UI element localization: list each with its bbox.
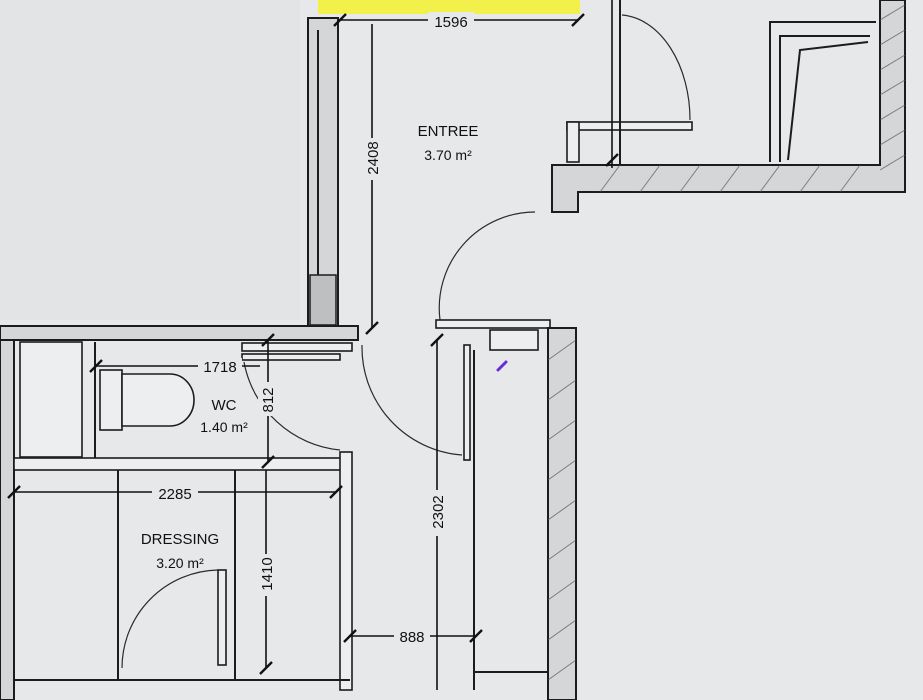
room-area-dressing: 3.20 m² bbox=[156, 555, 204, 571]
dim-label-bg-dressing-width bbox=[152, 484, 198, 502]
entree-walls bbox=[307, 0, 906, 329]
dim-label-bg-dressing-depth bbox=[256, 554, 276, 596]
dim-wc-width: 1718 bbox=[203, 359, 236, 376]
room-area-wc: 1.40 m² bbox=[200, 419, 248, 435]
room-area-entree: 3.70 m² bbox=[424, 147, 472, 163]
dim-dressing-width: 2285 bbox=[158, 486, 191, 503]
dim-entree-width: 1596 bbox=[434, 14, 467, 31]
dim-dressing-depth: 1410 bbox=[259, 557, 276, 590]
dim-label-bg-wc-width bbox=[198, 358, 242, 376]
dim-label-bg-wc-depth bbox=[258, 382, 278, 416]
dim-corridor-length: 2302 bbox=[430, 495, 447, 528]
room-name-dressing: DRESSING bbox=[141, 531, 219, 548]
dressing-fixtures bbox=[15, 451, 548, 691]
corridor-door-swing bbox=[361, 344, 463, 456]
pen-mark bbox=[496, 360, 508, 372]
room-name-entree: ENTREE bbox=[418, 123, 479, 140]
dim-label-bg-corridor-width bbox=[394, 628, 430, 646]
dim-wc-depth: 812 bbox=[260, 387, 277, 412]
dim-corridor-width: 888 bbox=[399, 629, 424, 646]
highlighter-mark bbox=[318, 0, 580, 14]
dim-label-bg-corridor-length bbox=[427, 490, 447, 536]
dim-label-bg-entree-width bbox=[428, 12, 474, 30]
entry-door-swing bbox=[438, 211, 536, 321]
room-name-wc: WC bbox=[212, 397, 237, 414]
paper-shading-left bbox=[0, 0, 300, 320]
mid-wall bbox=[0, 319, 577, 700]
dim-entree-depth: 2408 bbox=[365, 141, 382, 174]
dim-label-bg-entree-depth bbox=[362, 138, 382, 180]
